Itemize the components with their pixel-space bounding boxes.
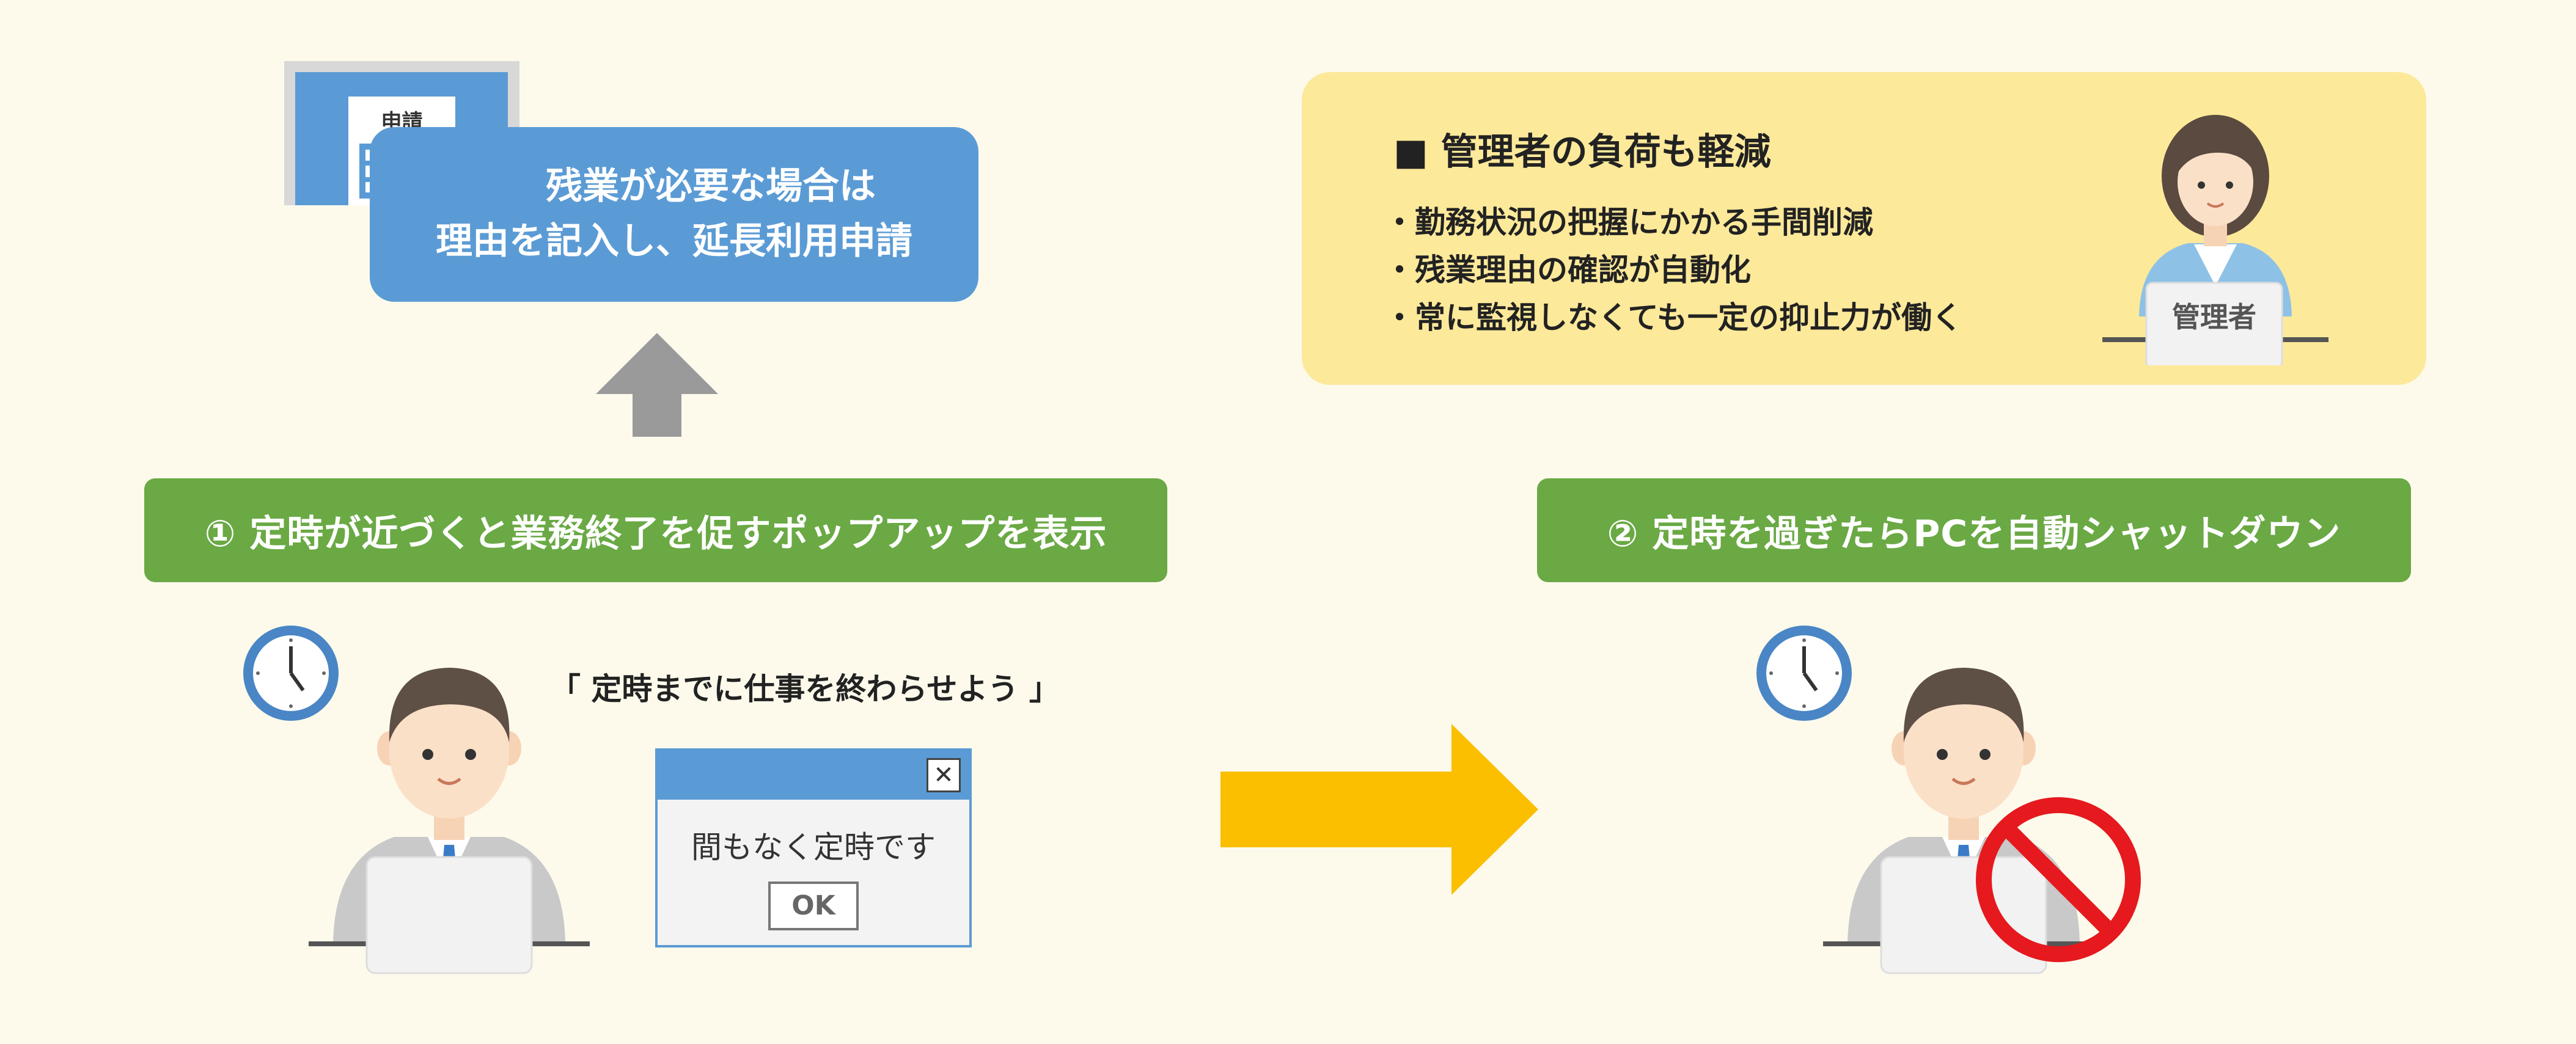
clock-icon (240, 622, 342, 725)
extension-request-line1: 残業が必要な場合は (546, 165, 876, 208)
extension-request-box: 残業が必要な場合は 理由を記入し、延長利用申請 (370, 127, 978, 302)
extension-request-line2: 理由を記入し、延長利用申請 (436, 220, 912, 263)
speech-text: 「 定時までに仕事を終わらせよう 」 (550, 671, 1060, 707)
worker-avatar (306, 651, 593, 980)
manager-badge: 管理者 (2172, 301, 2256, 334)
step1-label: ① 定時が近づくと業務終了を促すポップアップを表示 (144, 478, 1167, 582)
list-item: ・常に監視しなくても一定の抑止力が働く (1384, 300, 1962, 335)
up-arrow-icon (596, 333, 718, 437)
dialog-titlebar: ✕ (658, 751, 969, 800)
manager-avatar: 管理者 (2102, 109, 2328, 370)
list-item: ・残業理由の確認が自動化 (1384, 252, 1751, 288)
dialog-message: 間もなく定時です (691, 830, 936, 865)
step2-label: ② 定時を過ぎたらPCを自動シャットダウン (1537, 478, 2411, 582)
close-icon: ✕ (933, 761, 954, 789)
worker-avatar (1820, 651, 2107, 980)
list-item: ・勤務状況の把握にかかる手間削減 (1384, 205, 1873, 240)
manager-benefit-title: ■ 管理者の負荷も軽減 (1393, 131, 1771, 173)
clock-icon (1753, 622, 1855, 725)
manager-benefit-list: ・勤務状況の把握にかかる手間削減 ・残業理由の確認が自動化 ・常に監視しなくても… (1384, 199, 1962, 341)
prohibited-icon (1973, 794, 2144, 965)
popup-dialog: ✕ 間もなく定時です OK (655, 748, 972, 947)
ok-button[interactable]: OK (768, 882, 859, 930)
close-button[interactable]: ✕ (927, 758, 961, 792)
right-arrow-icon (1220, 724, 1538, 895)
